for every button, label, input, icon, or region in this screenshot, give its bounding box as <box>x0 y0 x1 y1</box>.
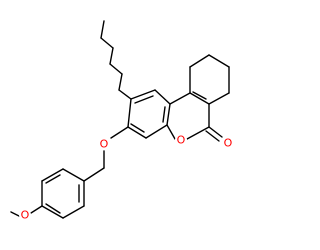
bond <box>41 168 64 182</box>
bond <box>134 95 154 104</box>
lactone-ring <box>166 103 223 142</box>
bond <box>83 167 105 182</box>
carbonyl-oxygen-atom: O <box>222 137 234 150</box>
molecule-structure: O O O O <box>10 20 234 222</box>
bond <box>100 37 114 49</box>
bond <box>192 91 207 100</box>
bond <box>189 92 210 105</box>
carbonyl-oxygen-label: O <box>224 137 233 150</box>
bond <box>118 73 123 91</box>
benzyl-ether <box>83 126 129 182</box>
bond <box>186 126 210 140</box>
bond <box>205 130 220 142</box>
bond <box>127 98 132 128</box>
bond <box>109 63 123 75</box>
methoxyphenyl-ring <box>41 168 85 219</box>
bond <box>41 205 64 219</box>
ether-oxygen-label: O <box>100 138 109 151</box>
bond <box>127 126 147 139</box>
bond <box>130 123 145 133</box>
ether-oxygen-atom: O <box>98 138 110 151</box>
bond <box>189 54 210 68</box>
bond <box>62 205 85 219</box>
cyclohexene-ring <box>169 54 230 105</box>
bond <box>169 92 191 105</box>
hexyl-chain <box>100 20 132 100</box>
ring-oxygen-atom: O <box>175 134 187 147</box>
bond <box>110 126 129 139</box>
bond <box>208 126 223 138</box>
bond <box>208 92 230 105</box>
bond <box>162 106 166 123</box>
methoxy-oxygen-atom: O <box>19 209 31 222</box>
bond <box>208 54 230 68</box>
bond <box>130 89 156 100</box>
methoxy-oxygen-label: O <box>21 209 30 222</box>
bond <box>109 47 114 65</box>
bond <box>100 20 105 39</box>
ring-oxygen-label: O <box>177 134 186 147</box>
bond <box>166 103 171 126</box>
bond <box>166 124 176 140</box>
bond <box>45 174 61 184</box>
aromatic-ring-a <box>127 89 171 139</box>
bond <box>45 203 61 214</box>
bond <box>154 89 171 105</box>
bond <box>30 205 43 214</box>
bond <box>145 124 168 139</box>
bond <box>62 168 85 182</box>
bond <box>118 89 132 100</box>
